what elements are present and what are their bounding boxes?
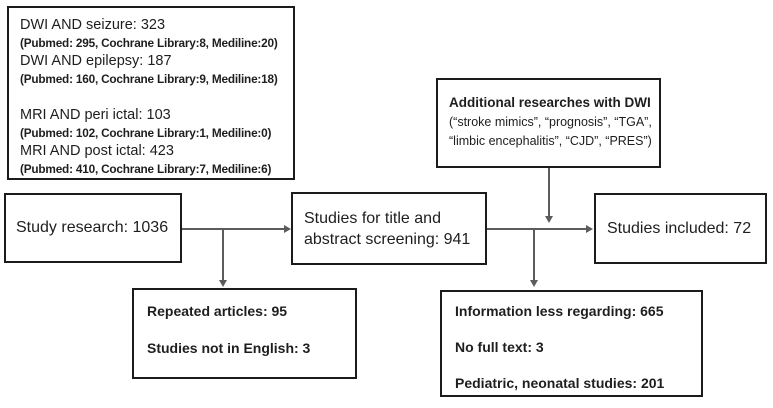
keyword-detail-line: (Pubmed: 410, Cochrane Library:7, Medili… xyxy=(20,162,272,176)
keyword-detail-line: (Pubmed: 160, Cochrane Library:9, Medili… xyxy=(20,72,278,86)
keyword-detail-line: (Pubmed: 295, Cochrane Library:8, Medili… xyxy=(20,36,278,50)
excluded-line: Studies not in English: 3 xyxy=(147,340,311,356)
additional-research-terms: (“stroke mimics”, “prognosis”, “TGA”, xyxy=(449,115,652,129)
search-keywords-box: DWI AND seizure: 323 (Pubmed: 295, Cochr… xyxy=(7,6,295,180)
arrowhead-into-screening xyxy=(284,224,291,233)
arrowhead-into-included xyxy=(586,224,593,233)
excluded-right-box: Information less regarding: 665 No full … xyxy=(440,290,703,397)
connector-screening-to-included xyxy=(487,228,588,230)
keyword-line: DWI AND seizure: 323 xyxy=(20,17,166,33)
excluded-line: Repeated articles: 95 xyxy=(147,303,288,319)
arrowhead-into-excluded-left xyxy=(218,280,227,287)
connector-down-to-excluded-right xyxy=(533,228,535,281)
study-research-box: Study research: 1036 xyxy=(4,193,182,263)
study-research-label: Study research: 1036 xyxy=(16,219,169,236)
connector-study-to-screening xyxy=(182,228,286,230)
screening-label: Studies for title and abstract screening… xyxy=(304,209,471,248)
keyword-line: MRI AND post ictal: 423 xyxy=(20,143,174,159)
studies-included-label: Studies included: 72 xyxy=(607,219,752,237)
arrowhead-additional-down xyxy=(544,216,553,223)
screening-box: Studies for title and abstract screening… xyxy=(291,192,487,265)
excluded-left-box: Repeated articles: 95 Studies not in Eng… xyxy=(132,288,357,379)
connector-additional-down xyxy=(548,168,550,217)
keyword-line: DWI AND epilepsy: 187 xyxy=(20,53,172,69)
connector-down-to-excluded-left xyxy=(222,228,224,281)
studies-included-box: Studies included: 72 xyxy=(594,193,767,264)
additional-research-title: Additional researches with DWI xyxy=(449,95,651,110)
keyword-line: MRI AND peri ictal: 103 xyxy=(20,107,171,123)
excluded-line: Pediatric, neonatal studies: 201 xyxy=(455,375,665,391)
keyword-group-spacer xyxy=(20,88,282,106)
keyword-detail-line: (Pubmed: 102, Cochrane Library:1, Medili… xyxy=(20,126,272,140)
excluded-line: No full text: 3 xyxy=(455,339,544,355)
excluded-line: Information less regarding: 665 xyxy=(455,303,664,319)
additional-research-box: Additional researches with DWI (“stroke … xyxy=(436,78,661,168)
arrowhead-into-excluded-right xyxy=(529,280,538,287)
additional-research-terms: “limbic encephalitis”, “CJD”, “PRES”) xyxy=(449,134,652,148)
